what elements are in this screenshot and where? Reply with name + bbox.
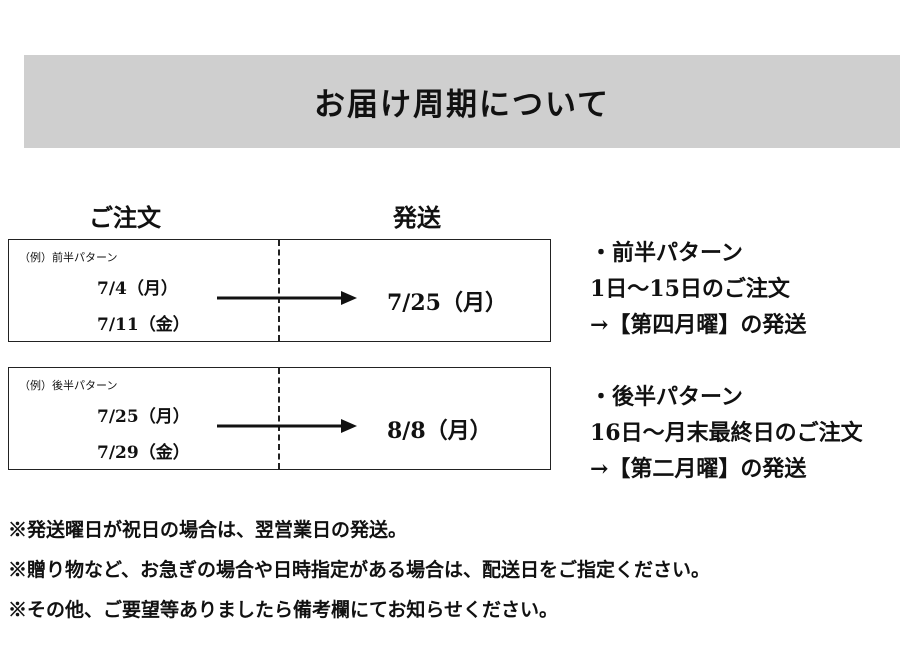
pattern-box-early: （例）前半パターン 7/4（月） 7/11（金） 7/25（月）	[8, 239, 551, 342]
description-ship-day: →【第四月曜】の発送	[590, 312, 807, 338]
note-holiday: ※発送曜日が祝日の場合は、翌営業日の発送。	[8, 519, 408, 541]
pattern-description-early: ・前半パターン 1日～15日のご注文 →【第四月曜】の発送	[590, 235, 806, 343]
pattern-box-late: （例）後半パターン 7/25（月） 7/29（金） 8/8（月）	[8, 367, 551, 470]
title-banner: お届け周期について	[24, 55, 900, 148]
order-date: 7/4（月）	[97, 279, 178, 299]
description-range: 16日～月末最終日のご注文	[590, 420, 863, 446]
page-title: お届け周期について	[313, 87, 611, 123]
order-column-label: ご注文	[89, 203, 161, 232]
pattern-tag: （例）後半パターン	[19, 379, 118, 392]
description-range: 1日～15日のご注文	[590, 276, 790, 302]
pattern-description-late: ・後半パターン 16日～月末最終日のご注文 →【第二月曜】の発送	[590, 379, 863, 487]
description-ship-day: →【第二月曜】の発送	[590, 456, 807, 482]
order-date: 7/29（金）	[97, 443, 190, 463]
arrow-right-icon	[217, 291, 357, 305]
description-heading: ・前半パターン	[590, 240, 743, 266]
order-date: 7/25（月）	[97, 407, 190, 427]
order-date: 7/11（金）	[97, 315, 190, 335]
notes-section: ※発送曜日が祝日の場合は、翌営業日の発送。 ※贈り物など、お急ぎの場合や日時指定…	[8, 510, 710, 630]
ship-date: 8/8（月）	[387, 418, 492, 444]
dashed-divider	[278, 368, 280, 469]
arrow-right-icon	[217, 419, 357, 433]
ship-date: 7/25（月）	[387, 290, 507, 316]
note-requests: ※その他、ご要望等ありましたら備考欄にてお知らせください。	[8, 599, 559, 621]
note-gift-delivery: ※贈り物など、お急ぎの場合や日時指定がある場合は、配送日をご指定ください。	[8, 559, 711, 581]
description-heading: ・後半パターン	[590, 384, 743, 410]
dashed-divider	[278, 240, 280, 341]
ship-column-label: 発送	[393, 203, 441, 232]
pattern-tag: （例）前半パターン	[19, 251, 118, 264]
